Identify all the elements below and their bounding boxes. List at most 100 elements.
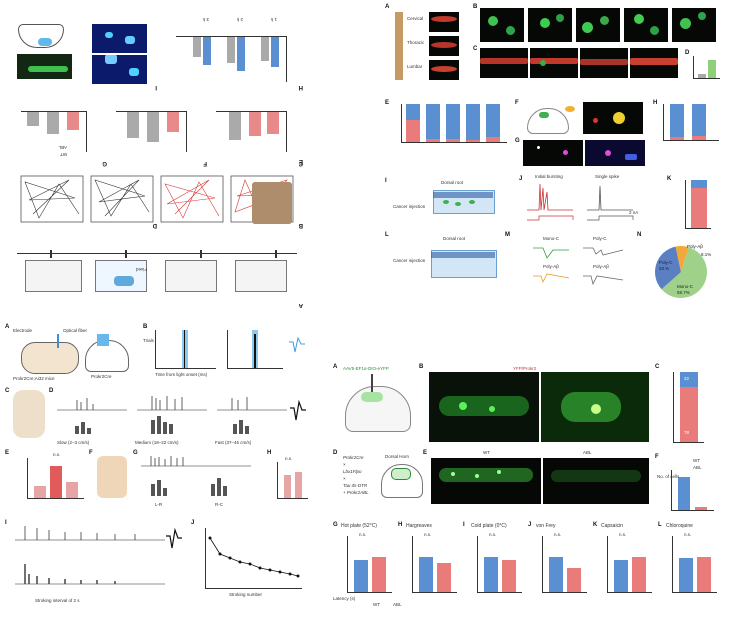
panel-label-h-br: H [398,522,403,528]
panel-label-k: K [667,176,672,182]
pie-label-poly-ab: Poly-Aβ [687,244,703,249]
lumbar-label: Lumbar [407,64,423,69]
latency-axis-label: Latency (s) [333,596,356,601]
panel-c-photo [13,390,45,438]
panel-b-raster [155,330,216,369]
spinal-cord-schematic [12,24,82,84]
panel-f-photo [97,456,127,498]
panel-label-c: C [473,46,478,52]
behavior-bar-hot-plate-wt [354,560,368,592]
panel-m-traces: Mono-C Poly-C Poly-Aβ Poly-Aβ [513,236,633,296]
e-ns-label: n.s. [53,452,61,457]
thoracic-label: Thoracic [407,40,425,45]
stroking-interval-label: Stroking interval of 2 s [35,598,80,603]
tl-label-three-h: 3 h [202,17,209,22]
panel-j-traces [527,183,634,221]
panel-c-bar-bottom [680,387,698,442]
panel-h-bar-chart [277,462,308,499]
behavior-title-von-frey: von Frey [536,523,556,529]
panel-e-bar-0 [34,486,46,498]
panel-label-b-bl: B [143,324,148,330]
behavior-chart-hot-plate [347,536,392,593]
initial-bursting-label: Initial bursting [535,174,563,179]
fast-label: Fast (37–45 cm/s) [215,440,252,445]
panel-d-genotypes: Prokr2Cre×Lbx1Flpo×Tau ds-DTR+ Prokr2ABL… [343,454,423,514]
panel-label-h: H [653,100,658,106]
panel-f-bar-0 [678,476,690,510]
panel-h-bar-0 [284,474,291,498]
panel-b-image-1 [429,372,539,442]
panel-label-f-bl: F [89,450,93,456]
panel-label-tl-a: A [298,302,303,308]
panel-label-tl-d: D [152,222,157,228]
panel-d-chart [693,56,720,79]
slow-label: Slow (2–3 cm/s) [57,440,90,445]
bar-row-2 [157,27,287,87]
panel-label-i-bl: I [5,520,7,526]
two-na-label: 2 nA [629,210,639,215]
behavior-ns-hargreaves: n.s. [424,532,432,537]
panel-h-bar-1 [295,472,302,498]
medium-label: Medium (18–22 cm/s) [135,440,179,445]
behavior-chart-chloroquine [672,536,717,593]
pie-label-mono-c-pct: 58.7% [677,290,690,295]
panel-g-traces [141,456,251,496]
behavior-ns-capsaicin: n.s. [619,532,627,537]
panel-f-bar-chart [671,470,714,511]
f-abl-legend: ABL [693,465,702,470]
panel-j-chart [205,528,302,589]
poly-ab-trace-label-2: Poly-Aβ [593,264,609,269]
panel-label-tl-f: F [203,160,207,166]
panel-e-bar-1 [50,466,62,498]
panel-label-j: J [519,176,523,182]
panel-label-tl-h: H [298,84,303,90]
panel-label-a: A [385,4,390,10]
c-bottom-value: 78 [684,430,690,435]
panel-a-setup: Electrode Optical fiber Prokr2Cre;Ai32 m… [13,328,133,384]
behavior-bar-capsaicin-wt [614,560,628,592]
panel-label-tl-e: E [298,158,303,164]
panel-a-sections: Cervical Thoracic Lumbar [395,12,460,80]
optical-fiber-label: Optical fiber [63,328,88,333]
panel-label-g-br: G [333,522,338,528]
panel-l-schematic: Dorsal root Cancer injection [393,236,501,284]
heatmap-panels [92,24,147,84]
trials-label: Trials [143,338,154,343]
panel-label-b: B [473,4,478,10]
behavior-ns-von-frey: n.s. [554,532,562,537]
panel-b-histogram [227,330,283,369]
panel-label-e-br: E [423,450,428,456]
pie-slice-0 [661,247,707,298]
c-top-value: 22 [684,376,690,381]
panel-label-j-bl: J [191,520,195,526]
poly-ab-trace-label: Poly-Aβ [543,264,559,269]
mice-label: Prokr2Cre;Ai32 mice [13,376,55,381]
h-ns-label: n.s. [285,456,293,461]
e-abl-label: ABL [583,450,592,455]
behavior-bar-hargreaves-abl [437,563,451,592]
behavior-bar-cold-plate-abl [502,559,516,592]
panel-label-j-br: J [528,522,532,528]
panel-c-bar-chart: 22 78 [673,372,704,443]
dorsal-horn-label: Dorsal Horn [385,454,410,459]
panel-label-h-bl: H [267,450,272,456]
panel-label-n: N [637,232,642,238]
panel-e-bar-chart [27,458,84,499]
panel-label-tl-g: G [102,160,107,166]
behavior-chart-hargreaves [412,536,457,593]
behavior-title-hot-plate: Hot plate (52°C) [341,523,377,529]
behavior-bar-hargreaves-wt [419,557,433,592]
panel-label-e-bl: E [5,450,10,456]
behavior-bar-von-frey-wt [549,557,563,592]
panel-label-f-br: F [655,454,659,460]
mono-c-trace-label: Mono-C [543,236,560,241]
panel-label-k-br: K [593,522,598,528]
tl-label-two-h: 2 h [236,17,243,22]
no-cells-label: No. of cells [657,474,680,479]
behavior-bar-chloroquine-wt [679,558,693,592]
panel-b-micrographs [480,8,720,42]
behavior-title-hargreaves: Hargreaves [406,523,432,529]
panel-i-schematic: Dorsal root Cancer injection [393,180,503,225]
